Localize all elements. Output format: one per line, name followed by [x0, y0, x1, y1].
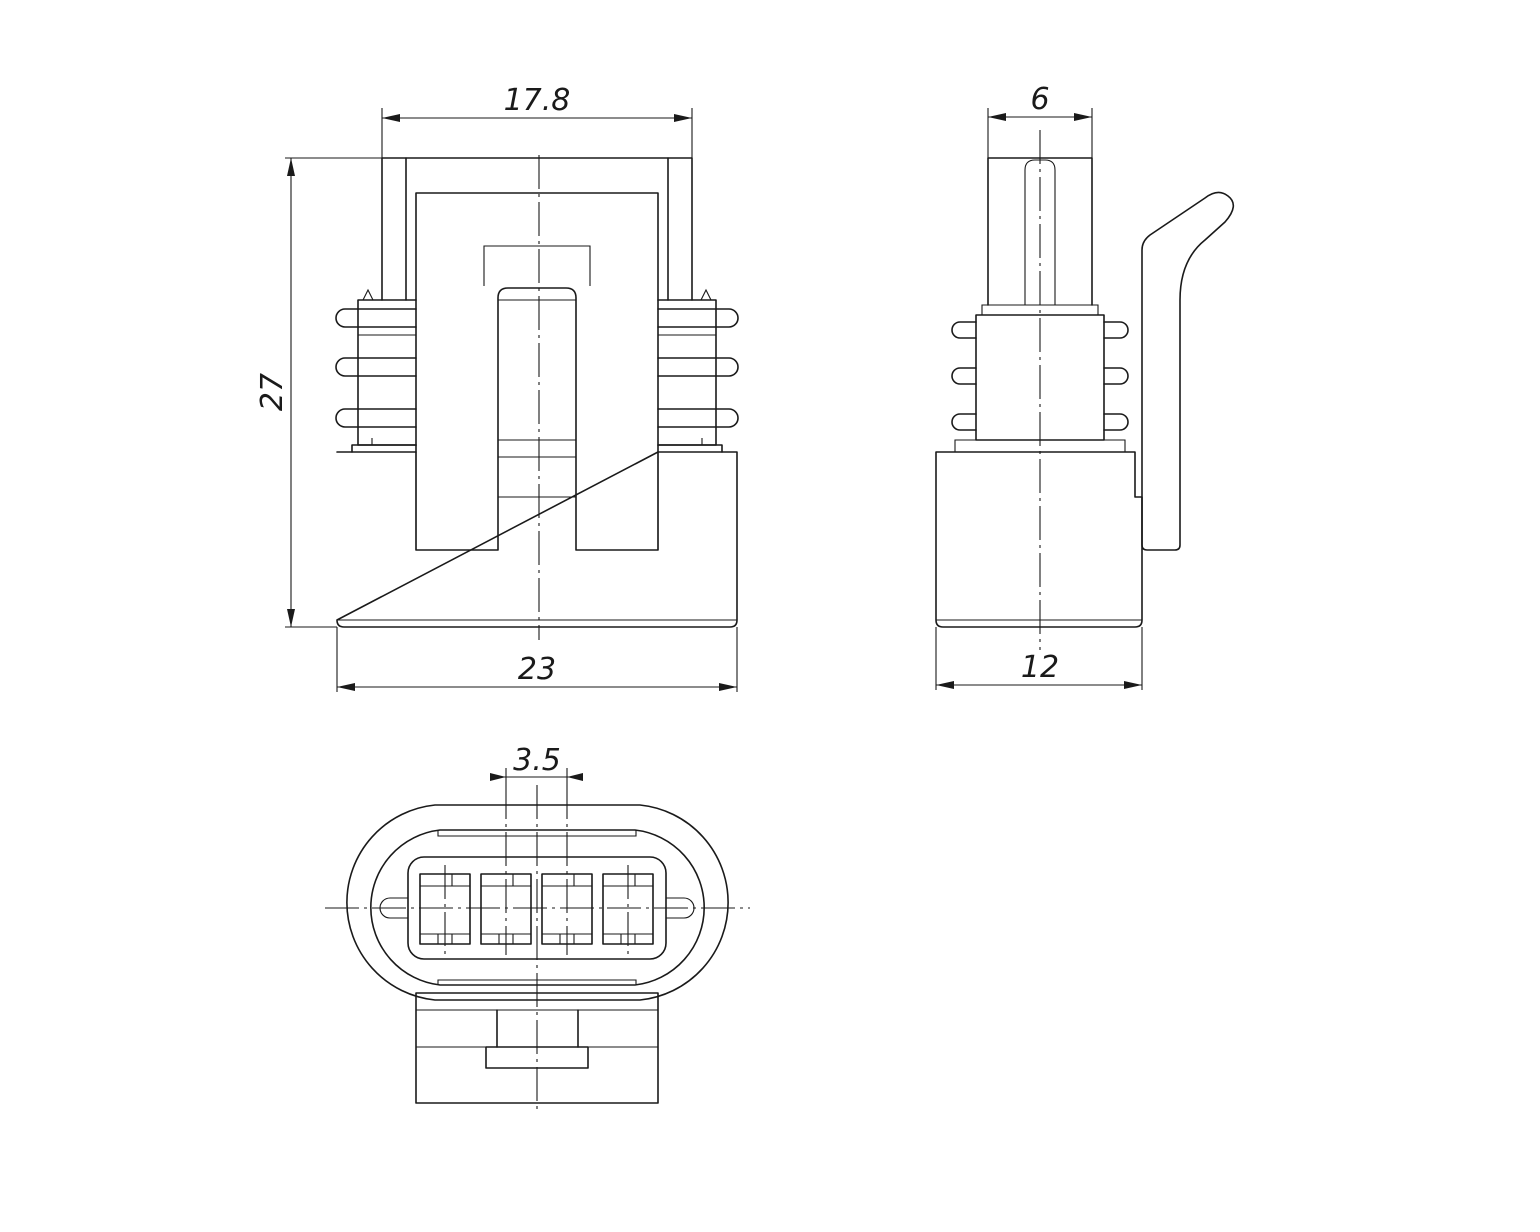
dimension-bottom-pitch: 3.5	[490, 743, 583, 785]
side-base-block	[935, 451, 1143, 628]
dim-label-23: 23	[518, 652, 556, 687]
dimension-front-base-width: 23	[336, 627, 738, 692]
dim-label-17-8: 17.8	[504, 83, 571, 118]
dim-label-3-5: 3.5	[513, 743, 561, 778]
dimension-front-height: 27	[255, 157, 382, 628]
bottom-outer-oval	[346, 804, 729, 1001]
bottom-latch-block	[415, 992, 659, 1104]
front-seal-rings-right	[657, 308, 739, 428]
side-latch-lever	[1141, 191, 1235, 551]
dimension-front-top-width: 17.8	[381, 83, 693, 158]
bottom-view	[325, 785, 750, 1110]
dim-label-27: 27	[255, 373, 290, 411]
front-base-block	[336, 451, 738, 628]
dim-label-6: 6	[1030, 82, 1049, 117]
dimension-side-top-width: 6	[987, 82, 1093, 158]
side-seal-rings	[951, 321, 1129, 431]
dimension-side-base-width: 12	[935, 627, 1143, 690]
front-u-bracket	[415, 192, 659, 551]
side-view	[935, 130, 1235, 650]
front-seal-rings-left	[335, 308, 417, 428]
front-top-frame	[381, 157, 693, 301]
dim-label-12: 12	[1021, 650, 1059, 685]
front-view	[335, 155, 739, 640]
